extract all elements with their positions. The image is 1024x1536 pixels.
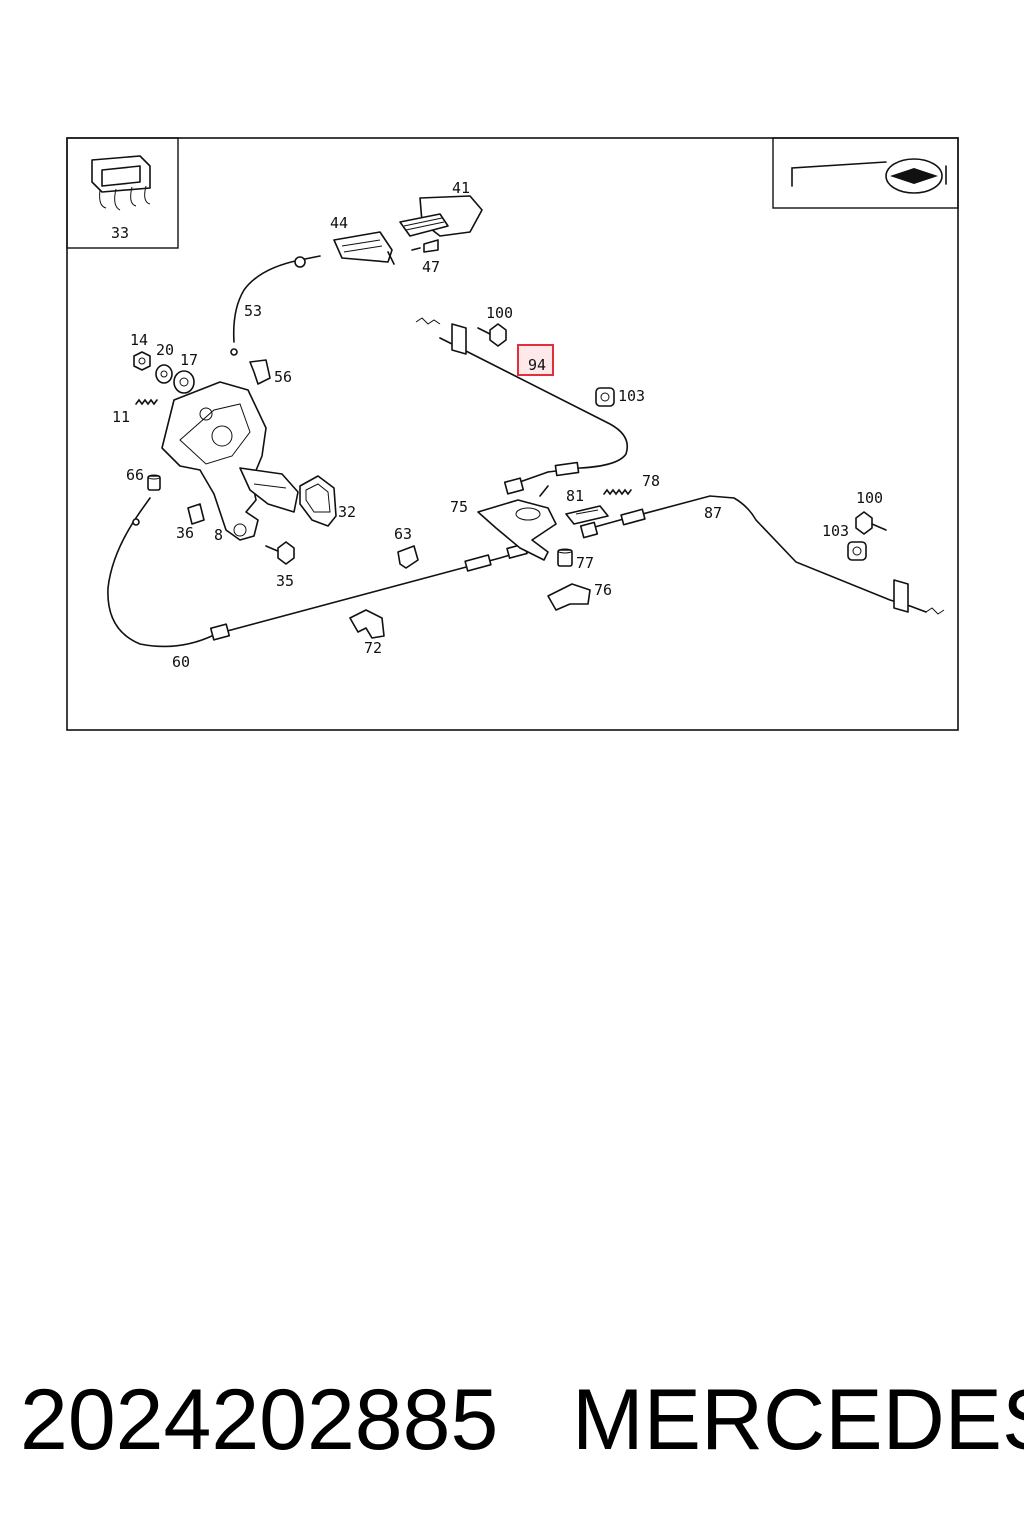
callout-100-upper: 100 [486, 304, 513, 322]
cable-53-end [294, 256, 306, 268]
steering-wheel-icon [791, 158, 947, 194]
part-77-sleeve [557, 548, 573, 567]
callout-66: 66 [126, 466, 144, 484]
callout-60: 60 [172, 653, 190, 671]
part-103-bushing-upper [595, 387, 615, 407]
part-35-bolt [265, 541, 295, 565]
part-103-bushing-lower [847, 541, 867, 561]
part-41-pedal-pad [399, 195, 483, 237]
part-14-nut [133, 351, 151, 371]
part-100-bolt-upper [477, 323, 507, 347]
callout-11: 11 [112, 408, 130, 426]
cable-94 [415, 317, 629, 495]
part-36-clip [187, 503, 205, 525]
part-33-clip-icon [91, 155, 151, 211]
highlight-box-94 [517, 344, 554, 376]
inset-box-33 [66, 137, 179, 249]
callout-103-upper: 103 [618, 387, 645, 405]
inset-box-steering [772, 137, 959, 209]
brand-name: MERCEDES [572, 1372, 1024, 1468]
part-81-adjuster [565, 505, 609, 525]
part-56-clip [249, 359, 271, 385]
callout-32: 32 [338, 503, 356, 521]
part-63-grommet [397, 545, 419, 569]
part-32-pedal-pad [299, 475, 337, 527]
callout-41: 41 [452, 179, 470, 197]
callout-78: 78 [642, 472, 660, 490]
callout-53: 53 [244, 302, 262, 320]
part-78-spring [603, 488, 632, 496]
callout-33: 33 [111, 224, 129, 242]
callout-56: 56 [274, 368, 292, 386]
part-75-equalizer [477, 485, 557, 561]
part-100-bolt-lower [855, 511, 887, 535]
callout-20: 20 [156, 341, 174, 359]
callout-47: 47 [422, 258, 440, 276]
callout-72: 72 [364, 639, 382, 657]
callout-17: 17 [180, 351, 198, 369]
callout-76: 76 [594, 581, 612, 599]
part-8-pedal-bracket [161, 381, 299, 541]
listing-footer: 2024202885 MERCEDES [0, 1360, 1024, 1480]
part-17-bushing [173, 370, 195, 394]
part-11-spring [135, 398, 158, 406]
callout-81: 81 [566, 487, 584, 505]
callout-8: 8 [214, 526, 223, 544]
callout-77: 77 [576, 554, 594, 572]
callout-100-lower: 100 [856, 489, 883, 507]
parking-brake-exploded-diagram: 33 41 47 44 53 56 14 [66, 137, 959, 731]
callout-44: 44 [330, 214, 348, 232]
part-66-bushing [147, 474, 161, 491]
callout-75: 75 [450, 498, 468, 516]
part-47-screw [411, 239, 439, 253]
callout-36: 36 [176, 524, 194, 542]
diagram-frame [66, 137, 959, 731]
part-44-bracket [333, 231, 395, 265]
part-76-guide [547, 583, 591, 611]
callout-63: 63 [394, 525, 412, 543]
callout-94: 94 [528, 356, 546, 374]
cable-53-lower-end [230, 348, 238, 356]
part-20-washer [155, 364, 173, 384]
part-72-clamp [349, 609, 385, 639]
cable-87 [579, 495, 945, 615]
cable-53 [232, 255, 321, 343]
callout-87: 87 [704, 504, 722, 522]
callout-35: 35 [276, 572, 294, 590]
callout-14: 14 [130, 331, 148, 349]
callout-103-lower: 103 [822, 522, 849, 540]
part-number: 2024202885 [20, 1372, 499, 1468]
